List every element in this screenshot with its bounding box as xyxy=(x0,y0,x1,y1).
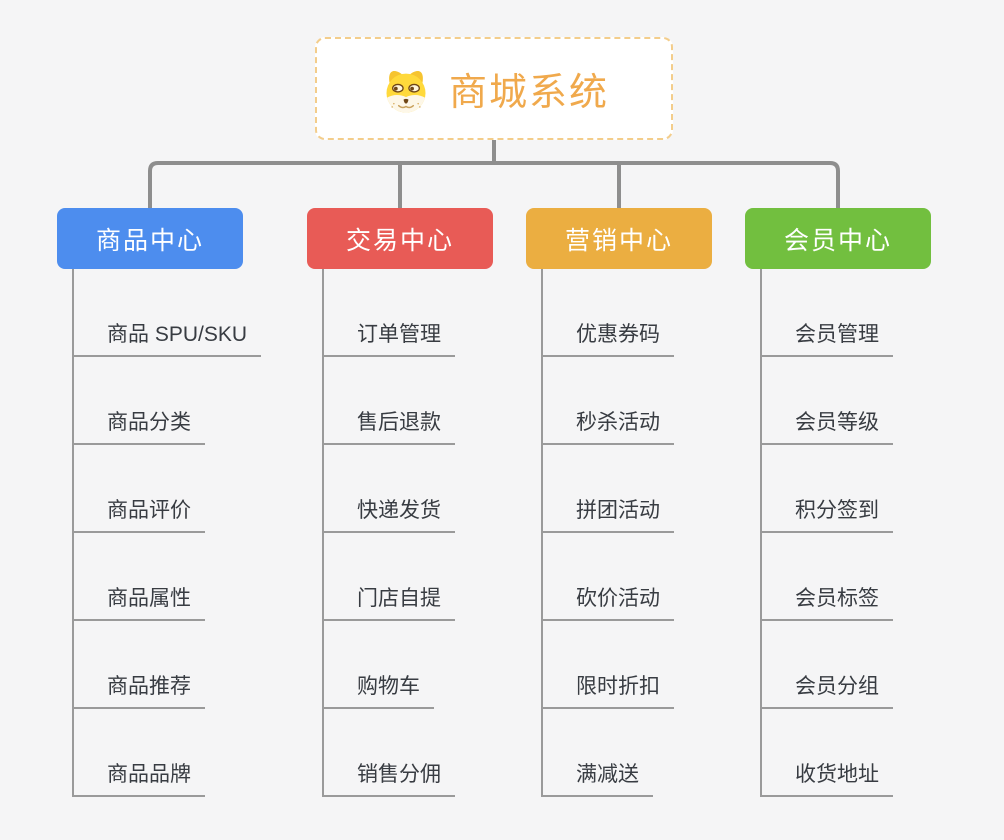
doge-icon xyxy=(386,70,426,113)
node-label[interactable]: 会员管理 xyxy=(762,318,893,357)
mindmap-node: 积分签到 xyxy=(762,445,1004,533)
mindmap-node: 砍价活动 xyxy=(543,533,786,621)
mindmap-node: 会员管理 xyxy=(762,269,1004,357)
mindmap-node: 购物车 xyxy=(324,621,567,709)
node-label[interactable]: 商品品牌 xyxy=(74,758,205,797)
mindmap-node: 限时折扣 xyxy=(543,621,786,709)
node-label[interactable]: 商品分类 xyxy=(74,406,205,445)
node-label[interactable]: 购物车 xyxy=(324,670,434,709)
mindmap-node: 拼团活动 xyxy=(543,445,786,533)
mindmap-node: 商品品牌 xyxy=(74,709,317,797)
branch-header-member-center[interactable]: 会员中心 xyxy=(745,208,931,269)
node-label[interactable]: 门店自提 xyxy=(324,582,455,621)
node-label[interactable]: 售后退款 xyxy=(324,406,455,445)
node-label[interactable]: 商品推荐 xyxy=(74,670,205,709)
node-label[interactable]: 商品属性 xyxy=(74,582,205,621)
node-label[interactable]: 限时折扣 xyxy=(543,670,674,709)
branch-header-product-center[interactable]: 商品中心 xyxy=(57,208,243,269)
branch-header-label: 会员中心 xyxy=(783,226,892,255)
mindmap-node: 商品评价 xyxy=(74,445,317,533)
mindmap-node: 满减送 xyxy=(543,709,786,797)
node-label[interactable]: 拼团活动 xyxy=(543,494,674,533)
mindmap-node: 订单管理 xyxy=(324,269,567,357)
node-label[interactable]: 快递发货 xyxy=(324,494,455,533)
node-label[interactable]: 会员分组 xyxy=(762,670,893,709)
node-label[interactable]: 商品评价 xyxy=(74,494,205,533)
node-label[interactable]: 优惠券码 xyxy=(543,318,674,357)
node-label[interactable]: 砍价活动 xyxy=(543,582,674,621)
mindmap-node: 秒杀活动 xyxy=(543,357,786,445)
root-node-mall-system[interactable]: 商城系统 xyxy=(315,37,673,140)
branch-header-label: 商品中心 xyxy=(95,226,204,255)
mindmap-node: 销售分佣 xyxy=(324,709,567,797)
mindmap-node: 商品 SPU/SKU xyxy=(74,269,317,357)
mindmap-node: 快递发货 xyxy=(324,445,567,533)
branch-header-marketing-center[interactable]: 营销中心 xyxy=(526,208,712,269)
node-label[interactable]: 订单管理 xyxy=(324,318,455,357)
node-label[interactable]: 会员等级 xyxy=(762,406,893,445)
mindmap-node: 优惠券码 xyxy=(543,269,786,357)
mindmap-node: 商品分类 xyxy=(74,357,317,445)
mindmap-node: 商品推荐 xyxy=(74,621,317,709)
node-label[interactable]: 商品 SPU/SKU xyxy=(74,318,262,357)
node-label[interactable]: 会员标签 xyxy=(762,582,893,621)
branch-column-product-center: 商品 SPU/SKU 商品分类 商品评价 商品属性 商品推荐 商品品牌 xyxy=(72,269,317,797)
mindmap-node: 会员标签 xyxy=(762,533,1004,621)
mindmap-node: 门店自提 xyxy=(324,533,567,621)
branch-header-label: 营销中心 xyxy=(564,226,673,255)
branch-column-trade-center: 订单管理 售后退款 快递发货 门店自提 购物车 销售分佣 xyxy=(322,269,567,797)
mindmap-node: 商品属性 xyxy=(74,533,317,621)
mindmap-node: 售后退款 xyxy=(324,357,567,445)
branch-header-trade-center[interactable]: 交易中心 xyxy=(307,208,493,269)
mindmap-node: 会员分组 xyxy=(762,621,1004,709)
node-label[interactable]: 收货地址 xyxy=(762,758,893,797)
node-label[interactable]: 积分签到 xyxy=(762,494,893,533)
node-label[interactable]: 销售分佣 xyxy=(324,758,455,797)
node-label[interactable]: 秒杀活动 xyxy=(543,406,674,445)
mindmap-node: 收货地址 xyxy=(762,709,1004,797)
root-node-label: 商城系统 xyxy=(448,72,609,114)
node-label[interactable]: 满减送 xyxy=(543,758,653,797)
branch-column-marketing-center: 优惠券码 秒杀活动 拼团活动 砍价活动 限时折扣 满减送 xyxy=(541,269,786,797)
branch-column-member-center: 会员管理 会员等级 积分签到 会员标签 会员分组 收货地址 xyxy=(760,269,1004,797)
branch-header-label: 交易中心 xyxy=(345,226,454,255)
mindmap-node: 会员等级 xyxy=(762,357,1004,445)
